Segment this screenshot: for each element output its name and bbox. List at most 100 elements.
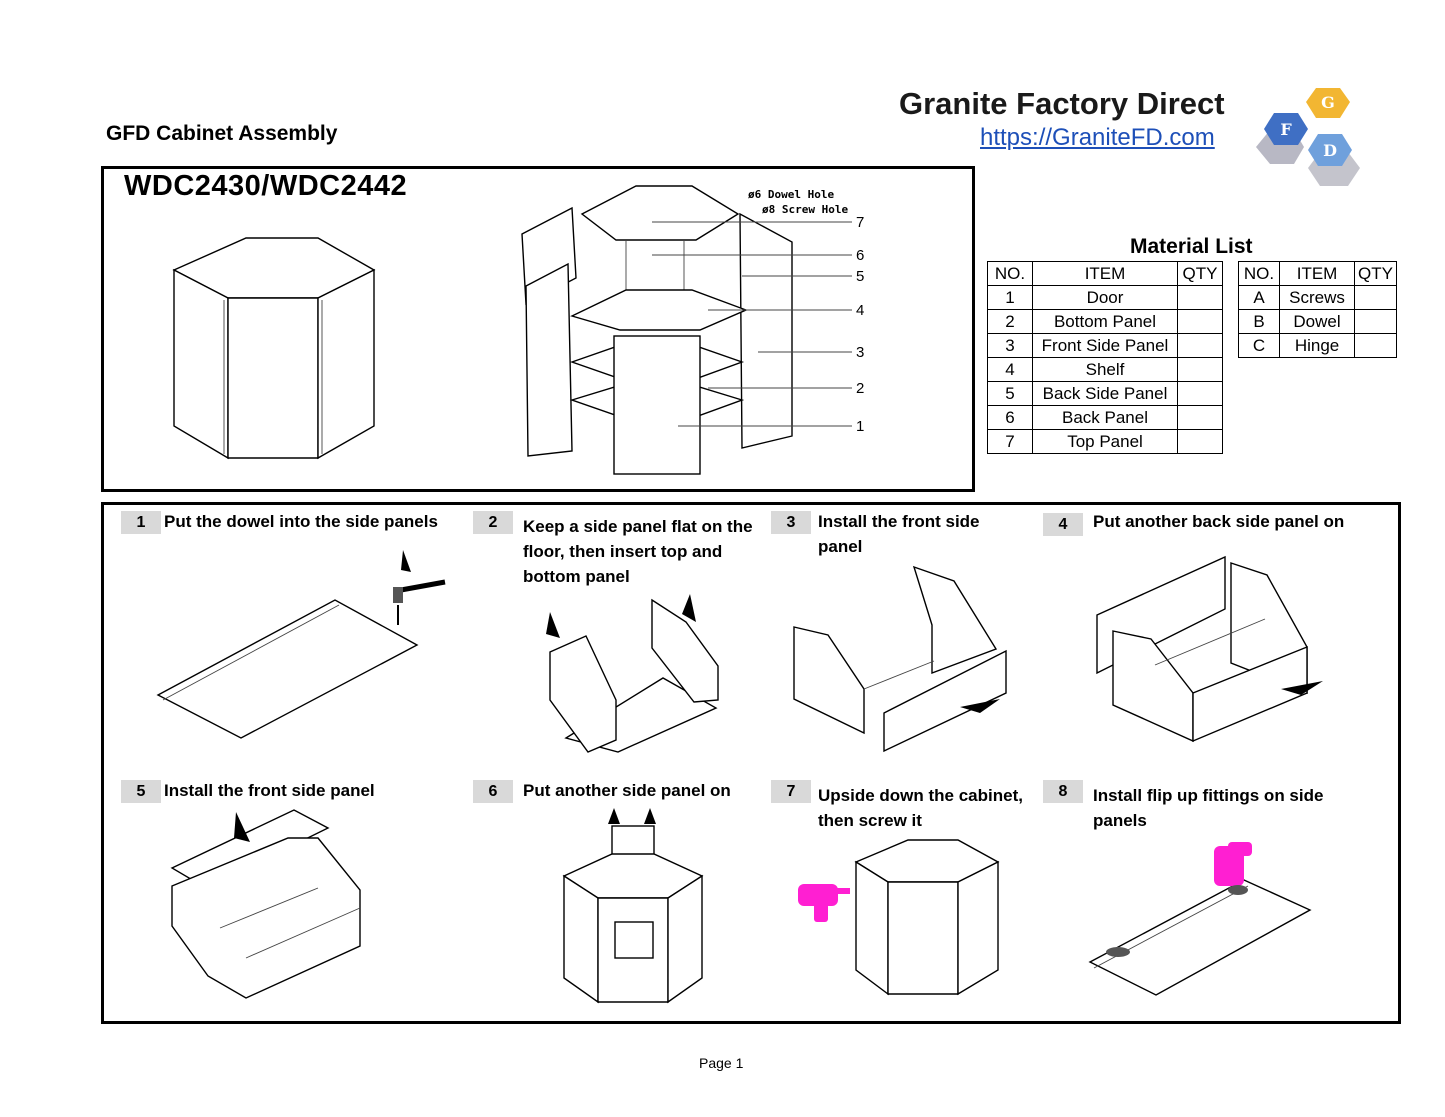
table-cell: 2 (987, 309, 1033, 334)
down-arrow-icon (234, 812, 250, 842)
col-qty: QTY (1354, 261, 1397, 286)
dowel-hole-label: ø6 Dowel Hole (748, 188, 834, 201)
col-no: NO. (987, 261, 1033, 286)
step-5-number: 5 (121, 780, 161, 803)
logo-letter-f: F (1280, 120, 1292, 139)
step-2-text: Keep a side panel flat on the floor, the… (523, 517, 753, 586)
step-1-number: 1 (121, 511, 161, 534)
assembly-steps-frame (101, 502, 1401, 1024)
down-arrow-icon (546, 612, 560, 638)
table-cell: 3 (987, 333, 1033, 358)
table-cell (1177, 285, 1223, 310)
step-5-text: Install the front side panel (164, 781, 375, 800)
table-cell (1177, 357, 1223, 382)
table-cell: 6 (987, 405, 1033, 430)
table-cell: C (1238, 333, 1280, 358)
logo-letter-d: D (1323, 141, 1337, 160)
gfd-logo: G F D (1256, 88, 1360, 186)
callout-5: 5 (856, 268, 864, 285)
document-title: GFD Cabinet Assembly (106, 122, 338, 145)
hinge-icon (1106, 885, 1248, 957)
callout-6: 6 (856, 247, 864, 264)
exploded-cabinet-drawing: ø6 Dowel Hole ø8 Screw Hole 7 6 5 4 3 2 … (521, 185, 864, 475)
material-list-title: Material List (1130, 235, 1253, 258)
step-2-number: 2 (473, 511, 513, 534)
logo-hex-g (1306, 88, 1350, 118)
step-1-text: Put the dowel into the side panels (164, 512, 438, 531)
screw-hole-label: ø8 Screw Hole (762, 203, 848, 216)
step-4-illustration (1096, 555, 1323, 743)
table-cell (1177, 333, 1223, 358)
table-cell (1177, 429, 1223, 454)
power-drill-icon (798, 884, 850, 922)
model-number: WDC2430/WDC2442 (124, 170, 408, 202)
step-8-number: 8 (1043, 780, 1083, 803)
table-cell: Bottom Panel (1032, 309, 1178, 334)
table-cell: B (1238, 309, 1280, 334)
table-cell (1177, 381, 1223, 406)
power-drill-icon (1214, 842, 1252, 886)
table-header-row: NO. ITEM QTY (987, 261, 1223, 286)
step-6-illustration (562, 808, 704, 1004)
step-5-illustration (170, 809, 361, 999)
down-arrow-icon (401, 550, 411, 572)
down-arrow-icon (608, 808, 620, 824)
table-cell (1177, 309, 1223, 334)
table-cell: Back Panel (1032, 405, 1178, 430)
logo-letter-g: G (1321, 93, 1335, 112)
logo-hex-f (1264, 113, 1308, 145)
table-cell: Screws (1278, 285, 1356, 310)
down-arrow-icon (682, 594, 696, 622)
table-cell (1177, 405, 1223, 430)
company-name: Granite Factory Direct (899, 86, 1225, 121)
company-website-link[interactable]: https://GraniteFD.com (980, 124, 1215, 151)
table-cell: Top Panel (1032, 429, 1178, 454)
callout-4: 4 (856, 302, 864, 319)
step-8-illustration (1088, 842, 1312, 996)
step-6-text: Put another side panel on (523, 781, 731, 800)
callout-7: 7 (856, 214, 864, 231)
table-cell: 1 (987, 285, 1033, 310)
table-cell: 4 (987, 357, 1033, 382)
logo-hex-d (1308, 134, 1352, 166)
assembled-cabinet-drawing (172, 237, 376, 460)
table-cell: 7 (987, 429, 1033, 454)
table-cell: A (1238, 285, 1280, 310)
table-cell: Front Side Panel (1032, 333, 1178, 358)
step-2-illustration (546, 594, 719, 753)
step-6-number: 6 (473, 780, 513, 803)
col-item: ITEM (1032, 261, 1178, 286)
step-7-illustration (798, 839, 1000, 996)
push-arrow-icon (960, 699, 1000, 713)
callout-2: 2 (856, 380, 864, 397)
step-3-text: Install the front side panel (818, 512, 980, 556)
table-cell: Back Side Panel (1032, 381, 1178, 406)
table-header-row: NO. ITEM QTY (1238, 261, 1397, 286)
step-4-number: 4 (1043, 513, 1083, 536)
step-1-illustration (156, 550, 446, 739)
col-no: NO. (1238, 261, 1280, 286)
push-arrow-icon (1281, 681, 1323, 695)
table-cell (1354, 285, 1397, 310)
hammer-icon (400, 579, 446, 593)
table-cell: 5 (987, 381, 1033, 406)
step-3-illustration (793, 565, 1007, 753)
callout-1: 1 (856, 418, 864, 435)
step-7-text: Upside down the cabinet, then screw it (818, 786, 1023, 830)
step-3-number: 3 (771, 511, 811, 534)
table-cell (1354, 333, 1397, 358)
cabinet-diagram-frame (101, 166, 975, 492)
table-cell: Hinge (1278, 333, 1356, 358)
table-cell: Dowel (1278, 309, 1356, 334)
page-number: Page 1 (699, 1055, 744, 1071)
